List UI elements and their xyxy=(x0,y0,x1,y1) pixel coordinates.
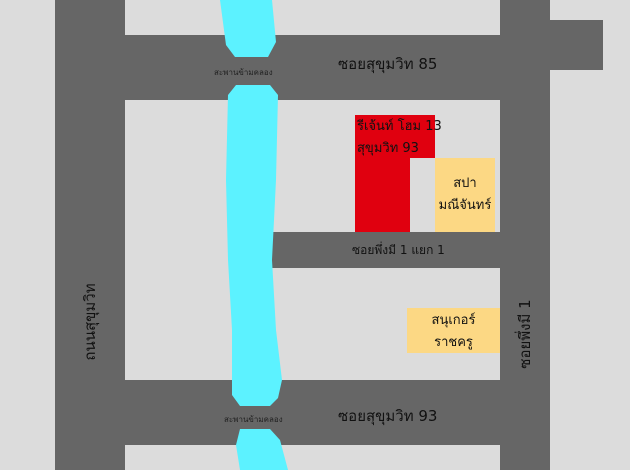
hotel-building xyxy=(355,115,435,232)
road-label-middle: ซอยพึ่งมี 1 แยก 1 xyxy=(352,243,445,257)
snooker-label: สนุเกอร์ ราชครู xyxy=(407,310,500,354)
hotel-address: สุขุมวิท 93 xyxy=(357,141,419,156)
road-label-top: ซอยสุขุมวิท 85 xyxy=(338,55,438,73)
hotel-name: รีเจ้นท์ โฮม 13 xyxy=(357,119,442,134)
river-bottom xyxy=(236,429,288,470)
spa-label: สปา มณีจันทร์ xyxy=(435,173,495,217)
river-top xyxy=(220,0,276,57)
road-label-bottom: ซอยสุขุมวิท 93 xyxy=(338,407,438,425)
road-top xyxy=(55,35,550,100)
bridge-label-bottom: สะพานข้ามคลอง xyxy=(224,415,283,424)
spa-line1: สปา xyxy=(453,176,477,191)
spa-line2: มณีจันทร์ xyxy=(438,198,492,213)
hotel-label: รีเจ้นท์ โฮม 13 สุขุมวิท 93 xyxy=(357,116,442,160)
snooker-line1: สนุเกอร์ xyxy=(431,313,476,328)
snooker-line2: ราชครู xyxy=(434,335,473,350)
road-label-left: ถนนสุขุมวิท xyxy=(81,283,99,361)
road-bottom xyxy=(55,380,550,445)
road-label-right: ซอยพึ่งมี 1 xyxy=(516,299,534,369)
road-top-branch xyxy=(548,20,603,70)
bridge-label-top: สะพานข้ามคลอง xyxy=(214,68,273,77)
river-middle xyxy=(226,85,282,406)
snooker-building xyxy=(407,308,500,353)
road-middle xyxy=(272,232,502,268)
spa-building xyxy=(435,158,495,232)
